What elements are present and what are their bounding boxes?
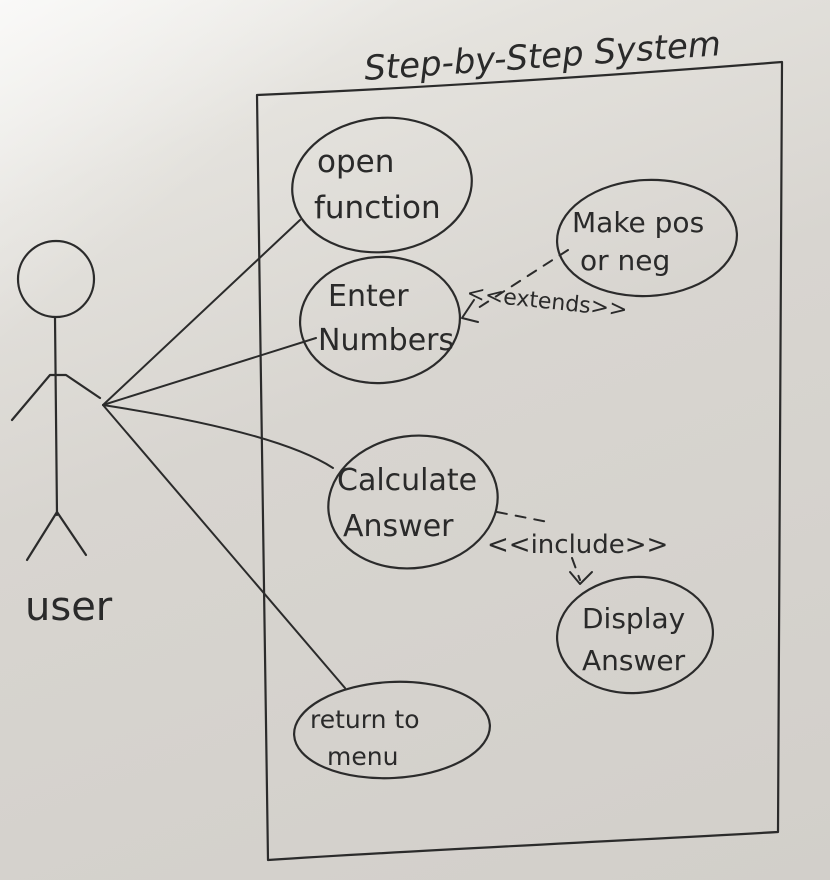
actor-head [16,239,96,319]
usecase-make-pos-neg-line1: Make pos [572,206,704,239]
usecase-make-pos-neg-ellipse [555,178,739,298]
usecase-enter-numbers-line2: Numbers [318,323,454,358]
usecase-calculate-answer-line2: Answer [343,509,454,544]
usecase-return-to-menu-line1: return to [310,705,420,734]
relation-include: <<include>> [487,511,668,585]
actor-body [53,316,59,517]
extends-dashed-line [474,249,569,311]
extends-label: <<extends>> [465,281,628,323]
assoc-return-to-menu [102,404,346,689]
usecase-display-answer: Display Answer [555,575,715,695]
usecase-make-pos-neg-line2: or neg [580,244,670,277]
extends-arrowhead [461,299,479,323]
actor-label: user [25,584,113,630]
include-dashed-line [496,511,581,581]
actor-arms [10,373,102,422]
assoc-enter-numbers [102,337,317,406]
usecase-enter-numbers-line1: Enter [328,279,409,314]
usecase-return-to-menu-ellipse [293,680,491,780]
actor-user: user [10,239,113,630]
usecase-open-function-line1: open [317,144,394,180]
usecase-open-function-line2: function [314,190,441,226]
usecase-open-function-ellipse [291,116,473,254]
actor-legs [25,510,88,562]
usecase-enter-numbers: Enter Numbers [298,255,462,385]
usecase-calculate-answer-line1: Calculate [337,463,477,498]
assoc-open-function [102,219,301,406]
usecase-display-answer-line2: Answer [582,644,686,677]
associations [102,219,346,689]
usecase-display-answer-ellipse [555,575,715,695]
include-label: <<include>> [487,530,668,560]
usecase-enter-numbers-ellipse [298,255,462,385]
include-arrowhead [569,571,593,585]
usecase-open-function: open function [291,116,473,254]
system-boundary [255,60,784,862]
usecase-make-pos-neg: Make pos or neg [555,178,739,298]
usecase-display-answer-line1: Display [582,602,685,635]
usecase-calculate-answer: Calculate Answer [327,434,499,570]
usecase-calculate-answer-ellipse [327,434,499,570]
assoc-calculate-answer [102,404,334,469]
usecase-return-to-menu: return to menu [293,680,491,780]
usecase-return-to-menu-line2: menu [327,742,398,771]
